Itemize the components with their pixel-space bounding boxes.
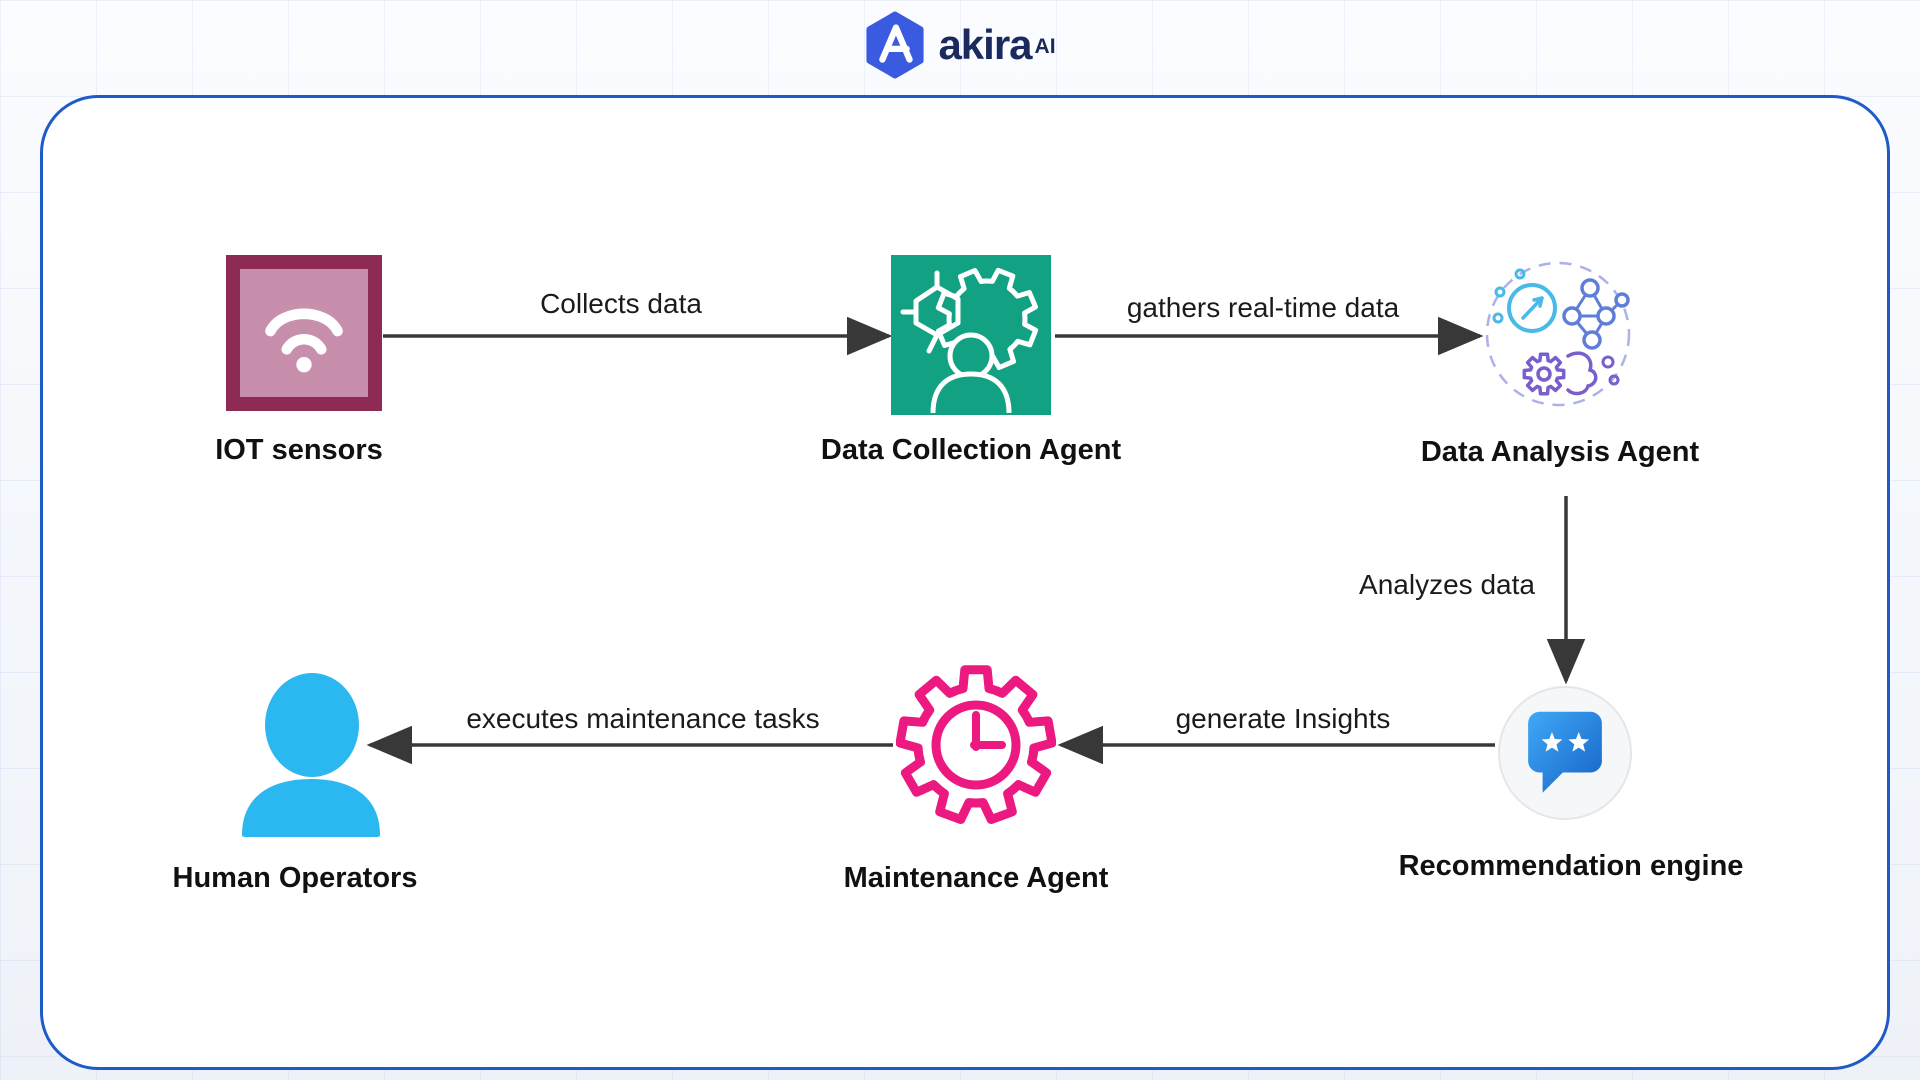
node-label-data-collection-agent: Data Collection Agent <box>820 434 1122 466</box>
gear-person-icon <box>900 267 1039 414</box>
node-label-iot-sensors: IOT sensors <box>215 434 383 466</box>
node-label-human-operators: Human Operators <box>172 862 418 894</box>
chat-stars-icon <box>1528 711 1602 793</box>
node-human-operators <box>236 671 386 837</box>
edge-label-analyzes-data: Analyzes data <box>1359 569 1535 600</box>
logo-wordmark: akira <box>938 21 1032 68</box>
flow-arrows <box>366 316 1586 765</box>
edge-label-collects-data: Collects data <box>540 288 702 319</box>
diagram-frame: Collects data gathers real-time data Ana… <box>40 95 1890 1070</box>
node-label-data-analysis-agent: Data Analysis Agent <box>1420 436 1700 468</box>
node-data-collection-agent <box>891 255 1051 415</box>
node-recommendation-engine <box>1498 686 1632 820</box>
edge-label-generate-insights: generate Insights <box>1175 703 1391 734</box>
ai-brain-network-icon <box>1485 261 1631 407</box>
wifi-icon <box>265 308 343 373</box>
node-data-analysis-agent <box>1484 260 1632 408</box>
edge-label-executes-tasks: executes maintenance tasks <box>466 703 820 734</box>
node-maintenance-agent <box>895 662 1057 828</box>
node-label-maintenance-agent: Maintenance Agent <box>843 862 1109 894</box>
logo-superscript: AI <box>1034 34 1056 58</box>
gear-clock-icon <box>895 665 1057 824</box>
person-icon <box>242 673 380 837</box>
edge-label-gathers-data: gathers real-time data <box>1126 292 1400 323</box>
node-iot-sensors <box>226 255 382 411</box>
node-label-recommendation-engine: Recommendation engine <box>1398 850 1744 882</box>
hexagon-a-icon <box>866 11 925 79</box>
